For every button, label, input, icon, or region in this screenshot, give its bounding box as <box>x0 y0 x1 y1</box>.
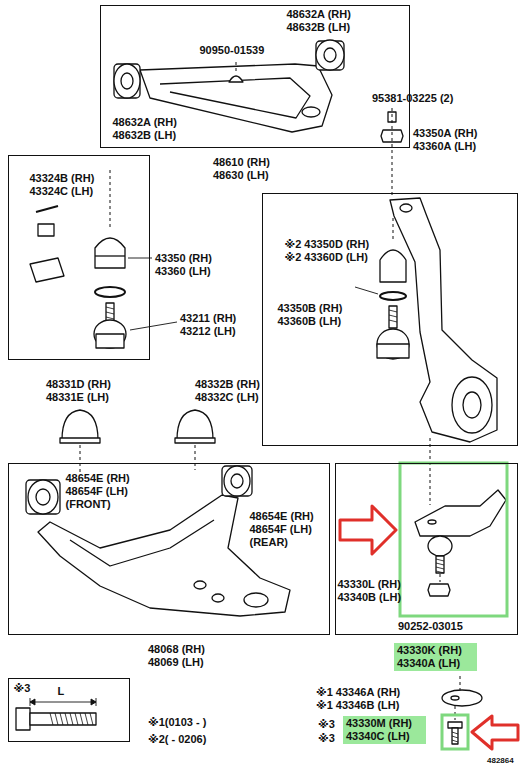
figure-number: 482864 <box>487 756 514 766</box>
part-number: 90950-01539 <box>200 44 265 57</box>
part-number: ※2( - 0206) <box>148 733 206 746</box>
steering-knuckle <box>390 198 497 442</box>
upper-arm-panel: 48632A (RH) 48632B (LH) 90950-01539 48632A… <box>100 5 410 148</box>
part-number: 43211 (RH) 43212 (LH) <box>180 312 257 338</box>
lower-arm-panel: 48654E (RH) 48654F (LH) (FRONT) 48654E (R… <box>8 463 330 635</box>
part-number: 48654E (RH) 48654F (LH) (REAR) <box>250 510 327 550</box>
pointer-arrow <box>472 716 518 749</box>
part-number: 95381-03225 (2) <box>372 92 453 105</box>
part-number: 48654E (RH) 48654F (LH) (FRONT) <box>66 472 143 512</box>
highlighted-part-number: 43330K (RH) 43340A (LH) <box>394 643 477 671</box>
upper-ball-joint-panel: 43324B (RH) 43324C (LH) <box>8 155 150 360</box>
part-number: 48332B (RH) 48332C (LH) <box>195 378 272 404</box>
part-number: 43324B (RH) 43324C (LH) <box>30 172 107 198</box>
lower-ball-joint-panel: 43330L (RH) 43340B (LH) <box>335 463 518 635</box>
part-number: ※1(0103 - ) <box>148 716 206 729</box>
part-number: 48632A (RH) 48632B (LH) <box>287 8 364 34</box>
knuckle-panel: ※2 43350D (RH) ※2 43360D (LH) 43350B (RH)… <box>262 193 518 446</box>
part-number: L <box>58 685 65 698</box>
part-number: 43330K (RH) 43340A (LH) <box>397 644 474 670</box>
part-number: ※3 <box>318 732 335 745</box>
part-number: ※2 43350D (RH) ※2 43360D (LH) <box>285 238 384 264</box>
part-number: ※1 43346A (RH) ※1 43346B (LH) <box>316 686 415 712</box>
part-number: 48610 (RH) 48630 (LH) <box>213 156 290 182</box>
part-number: 43350B (RH) 43360B (LH) <box>278 302 355 328</box>
part-number: 90252-03015 <box>398 620 463 633</box>
part-number: 48068 (RH) 48069 (LH) <box>148 643 225 669</box>
part-number: 43330M (RH) 43340C (LH) <box>346 717 423 743</box>
part-number: 43330L (RH) 43340B (LH) <box>338 578 415 604</box>
part-number: ※3 <box>14 682 31 695</box>
part-number: ※3 <box>318 718 335 731</box>
bolt-detail-box: ※3 L <box>8 678 130 742</box>
pointer-arrow <box>340 506 396 554</box>
lower-ball-joint <box>415 490 506 536</box>
part-number: 48331D (RH) 48331E (LH) <box>46 378 123 404</box>
part-number: 43350A (RH) 43360A (LH) <box>413 127 490 153</box>
part-number: 48632A (RH) 48632B (LH) <box>113 116 190 142</box>
highlighted-part-number: 43330M (RH) 43340C (LH) <box>343 716 426 744</box>
part-number: 43350 (RH) 43360 (LH) <box>155 252 232 278</box>
